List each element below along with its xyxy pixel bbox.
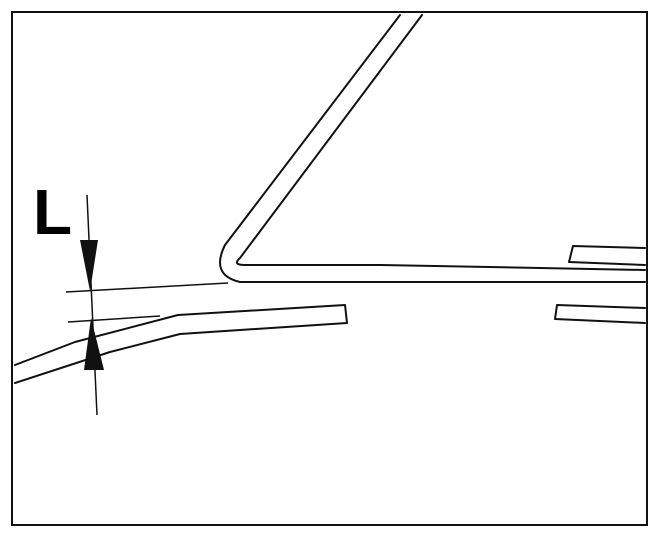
lower-strip-reference-line <box>67 315 161 323</box>
triangular-bracket-inner <box>235 14 646 271</box>
right-lower-bar <box>554 304 646 324</box>
dimension-arrow-bottom <box>84 318 104 370</box>
triangular-bracket-outer <box>219 14 646 283</box>
dimension-label: L <box>33 176 72 248</box>
dimension-arrow-top <box>80 240 98 291</box>
bracket-base-line <box>65 282 229 293</box>
dimension-line <box>86 194 98 416</box>
right-upper-bar <box>568 245 646 266</box>
